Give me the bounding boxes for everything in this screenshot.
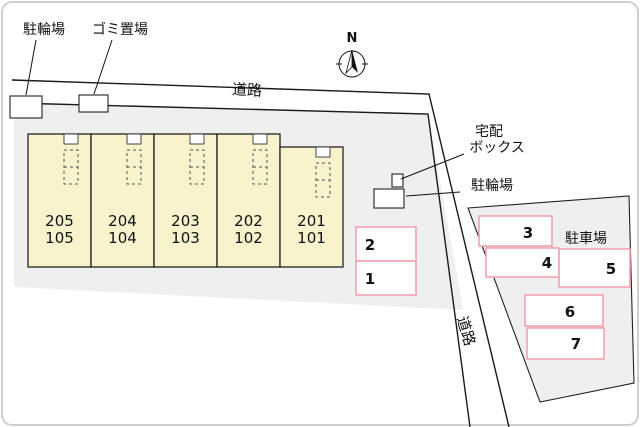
compass-n-label: N: [347, 31, 358, 46]
road-label-top: 道路: [232, 80, 263, 100]
unit-202: 202 102: [216, 133, 281, 268]
delivery-box: [391, 173, 404, 188]
bike-shelter-right: [373, 188, 405, 209]
parking-right: 駐車場 3 4 5 6 7: [478, 215, 631, 360]
car-parking-label: 駐車場: [565, 230, 607, 247]
unit-202-upper: 202: [234, 212, 263, 230]
parking-spot-5-number: 5: [606, 260, 616, 278]
unit-203: 203 103: [153, 133, 218, 268]
parking-spot-1: [355, 260, 417, 296]
unit-201-body: [279, 146, 344, 268]
delivery-box-leader: [400, 153, 465, 180]
compass: N: [336, 31, 368, 78]
unit-203-lower: 103: [171, 229, 200, 247]
parking-spot-6: [524, 294, 604, 327]
parking-spot-6-number: 6: [565, 303, 575, 321]
parking-spot-4-number: 4: [542, 254, 552, 272]
building: 205 105 204 104 203 103 202 1: [27, 133, 344, 268]
delivery-box-label-2: ボックス: [469, 140, 525, 156]
unit-205-entry-notch: [63, 133, 79, 145]
bike-parking-right-label: 駐輪場: [471, 177, 513, 194]
parking-spot-7: [526, 327, 605, 360]
garbage-leader: [93, 39, 113, 95]
parking-spot-3-number: 3: [523, 224, 533, 242]
unit-201-lower: 101: [297, 229, 326, 247]
unit-203-upper: 203: [171, 212, 200, 230]
unit-202-body: [216, 133, 281, 268]
unit-204-lower: 104: [108, 229, 137, 247]
parking-spot-5: [558, 248, 631, 288]
unit-205: 205 105: [27, 133, 92, 268]
delivery-box-label-1: 宅配: [475, 124, 503, 140]
bike-right-leader: [405, 191, 461, 197]
unit-202-lower: 102: [234, 229, 263, 247]
unit-204: 204 104: [90, 133, 155, 268]
unit-205-body: [27, 133, 92, 268]
unit-203-body: [153, 133, 218, 268]
parking-spot-1-number: 1: [365, 270, 375, 288]
bike-left-leader: [25, 39, 37, 96]
north-arrow-right: [352, 50, 358, 73]
unit-204-entry-notch: [126, 133, 142, 145]
bike-shelter-left: [9, 95, 43, 119]
bike-parking-left-label: 駐輪場: [23, 21, 65, 38]
parking-spot-2: [355, 226, 417, 262]
unit-202-entry-notch: [252, 133, 268, 145]
unit-204-body: [90, 133, 155, 268]
garbage-area-label: ゴミ置場: [92, 21, 148, 38]
unit-201-entry-notch: [315, 146, 331, 158]
parking-spot-4: [485, 247, 560, 278]
road-near-edge: [13, 102, 471, 427]
unit-201-upper: 201: [297, 212, 326, 230]
parking-left: 2 1: [355, 226, 417, 296]
unit-204-upper: 204: [108, 212, 137, 230]
parking-spot-3: [478, 215, 553, 247]
parking-spot-2-number: 2: [365, 236, 375, 254]
parking-spot-7-number: 7: [571, 335, 581, 353]
garbage-box: [78, 94, 109, 113]
unit-203-entry-notch: [189, 133, 205, 145]
unit-205-upper: 205: [45, 212, 74, 230]
unit-205-lower: 105: [45, 229, 74, 247]
road-far-edge: [11, 79, 510, 427]
unit-201: 201 101: [279, 146, 344, 268]
